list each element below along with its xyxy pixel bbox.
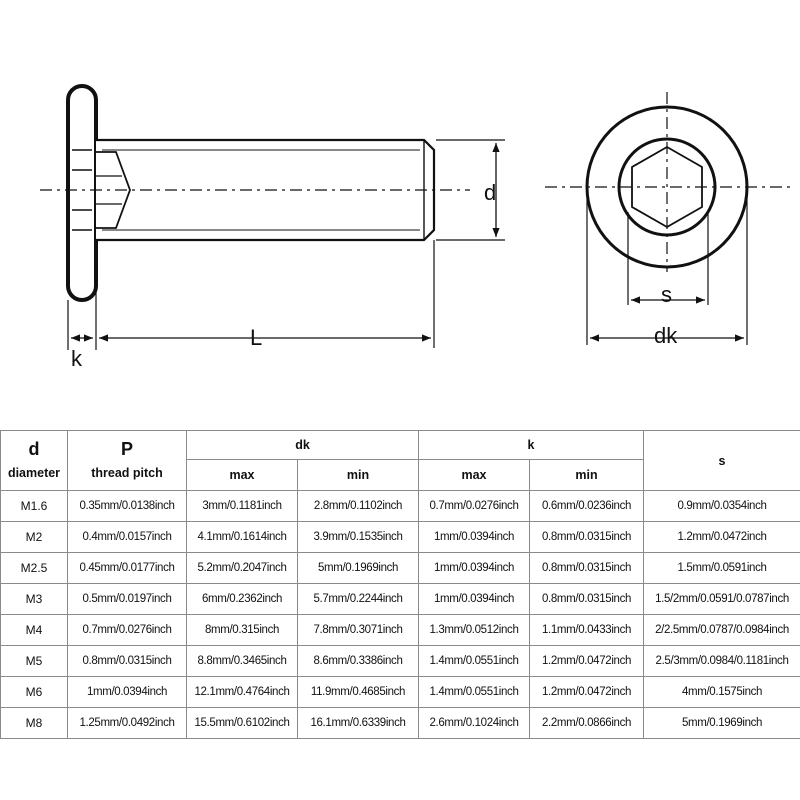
cell-p: 0.45mm/0.0177inch xyxy=(67,552,187,584)
cell-d: M1.6 xyxy=(0,490,68,522)
cell-dk-min: 7.8mm/0.3071inch xyxy=(297,614,419,646)
cell-d: M2 xyxy=(0,521,68,553)
label-k: k xyxy=(71,346,83,371)
cell-dk-min: 5mm/0.1969inch xyxy=(297,552,419,584)
end-view xyxy=(545,92,790,345)
cell-p: 0.4mm/0.0157inch xyxy=(67,521,187,553)
cell-p: 0.8mm/0.0315inch xyxy=(67,645,187,677)
table-row: M2 0.4mm/0.0157inch 4.1mm/0.1614inch 3.9… xyxy=(0,521,800,553)
header-p-caption: thread pitch xyxy=(91,465,163,480)
table-row: M2.5 0.45mm/0.0177inch 5.2mm/0.2047inch … xyxy=(0,552,800,584)
cell-p: 0.5mm/0.0197inch xyxy=(67,583,187,615)
cell-d: M8 xyxy=(0,707,68,739)
cell-k-max: 0.7mm/0.0276inch xyxy=(418,490,530,522)
header-p: P thread pitch xyxy=(67,430,187,491)
cell-d: M2.5 xyxy=(0,552,68,584)
cell-s: 2/2.5mm/0.0787/0.0984inch xyxy=(643,614,800,646)
header-d: d diameter xyxy=(0,430,68,491)
table-row: M1.6 0.35mm/0.0138inch 3mm/0.1181inch 2.… xyxy=(0,490,800,522)
table-row: M4 0.7mm/0.0276inch 8mm/0.315inch 7.8mm/… xyxy=(0,614,800,646)
cell-k-max: 1mm/0.0394inch xyxy=(418,583,530,615)
label-s: s xyxy=(661,282,672,307)
table-row: M3 0.5mm/0.0197inch 6mm/0.2362inch 5.7mm… xyxy=(0,583,800,615)
label-L: L xyxy=(250,325,262,350)
cell-k-min: 0.8mm/0.0315inch xyxy=(528,521,645,553)
cell-dk-min: 11.9mm/0.4685inch xyxy=(297,676,419,708)
cell-k-min: 1.1mm/0.0433inch xyxy=(528,614,645,646)
cell-p: 0.7mm/0.0276inch xyxy=(67,614,187,646)
head-outer-circle xyxy=(585,105,749,269)
cell-dk-min: 2.8mm/0.1102inch xyxy=(297,490,419,522)
cell-p: 1mm/0.0394inch xyxy=(67,676,187,708)
cell-k-min: 1.2mm/0.0472inch xyxy=(528,645,645,677)
cell-d: M4 xyxy=(0,614,68,646)
cell-dk-min: 3.9mm/0.1535inch xyxy=(297,521,419,553)
cell-d: M6 xyxy=(0,676,68,708)
cell-dk-max: 15.5mm/0.6102inch xyxy=(186,707,298,739)
cell-s: 1.5/2mm/0.0591/0.0787inch xyxy=(643,583,800,615)
header-dk-min: min xyxy=(297,459,419,491)
header-d-caption: diameter xyxy=(7,465,61,480)
cell-dk-min: 8.6mm/0.3386inch xyxy=(297,645,419,677)
header-k-min: min xyxy=(528,459,645,491)
cell-dk-min: 5.7mm/0.2244inch xyxy=(297,583,419,615)
cell-k-min: 0.8mm/0.0315inch xyxy=(528,583,645,615)
cell-k-max: 1mm/0.0394inch xyxy=(418,521,530,553)
cell-k-min: 0.6mm/0.0236inch xyxy=(528,490,645,522)
cell-dk-max: 8.8mm/0.3465inch xyxy=(186,645,298,677)
table-row: M8 1.25mm/0.0492inch 15.5mm/0.6102inch 1… xyxy=(0,707,800,739)
cell-dk-max: 8mm/0.315inch xyxy=(186,614,298,646)
cell-k-min: 1.2mm/0.0472inch xyxy=(528,676,645,708)
header-d-symbol: d xyxy=(28,438,40,459)
table-row: M6 1mm/0.0394inch 12.1mm/0.4764inch 11.9… xyxy=(0,676,800,708)
cell-dk-max: 6mm/0.2362inch xyxy=(186,583,298,615)
cell-k-max: 1.3mm/0.0512inch xyxy=(418,614,530,646)
header-p-symbol: P xyxy=(120,438,133,459)
side-view xyxy=(40,84,505,350)
spec-table: d diameter P thread pitch dk k s max min… xyxy=(0,430,800,739)
cell-d: M3 xyxy=(0,583,68,615)
cell-dk-max: 5.2mm/0.2047inch xyxy=(186,552,298,584)
cell-k-max: 1mm/0.0394inch xyxy=(418,552,530,584)
cell-s: 2.5/3mm/0.0984/0.1181inch xyxy=(643,645,800,677)
hex-socket xyxy=(631,145,703,229)
label-d: d xyxy=(484,180,496,205)
cell-dk-min: 16.1mm/0.6339inch xyxy=(297,707,419,739)
header-k-max: max xyxy=(418,459,530,491)
screw-head xyxy=(66,84,98,302)
cell-k-max: 1.4mm/0.0551inch xyxy=(418,676,530,708)
head-inner-circle xyxy=(617,137,717,237)
cell-dk-max: 4.1mm/0.1614inch xyxy=(186,521,298,553)
header-s: s xyxy=(643,430,800,491)
cell-s: 1.5mm/0.0591inch xyxy=(643,552,800,584)
cell-s: 1.2mm/0.0472inch xyxy=(643,521,800,553)
cell-dk-max: 12.1mm/0.4764inch xyxy=(186,676,298,708)
cell-k-max: 2.6mm/0.1024inch xyxy=(418,707,530,739)
cell-p: 0.35mm/0.0138inch xyxy=(67,490,187,522)
cell-k-min: 2.2mm/0.0866inch xyxy=(528,707,645,739)
header-dk: dk xyxy=(186,430,419,460)
cell-d: M5 xyxy=(0,645,68,677)
header-dk-max: max xyxy=(186,459,298,491)
header-k: k xyxy=(417,430,645,460)
table-row: M5 0.8mm/0.0315inch 8.8mm/0.3465inch 8.6… xyxy=(0,645,800,677)
cell-p: 1.25mm/0.0492inch xyxy=(67,707,187,739)
screw-dimension-drawing: d L k s dk xyxy=(40,84,790,371)
cell-dk-max: 3mm/0.1181inch xyxy=(186,490,298,522)
hex-socket-hidden xyxy=(96,151,131,229)
cell-s: 5mm/0.1969inch xyxy=(643,707,800,739)
label-dk: dk xyxy=(654,323,678,348)
cell-k-min: 0.8mm/0.0315inch xyxy=(528,552,645,584)
cell-k-max: 1.4mm/0.0551inch xyxy=(418,645,530,677)
cell-s: 0.9mm/0.0354inch xyxy=(643,490,800,522)
cell-s: 4mm/0.1575inch xyxy=(643,676,800,708)
